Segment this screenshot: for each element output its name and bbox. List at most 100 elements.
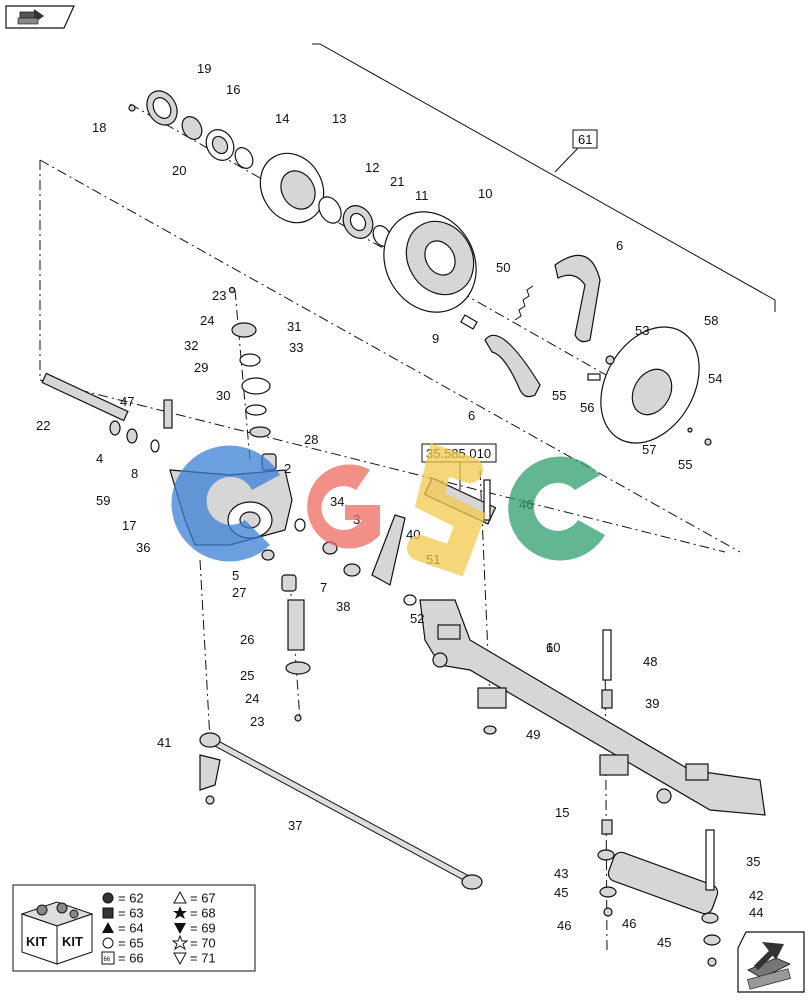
callout-label[interactable]: 20: [172, 163, 186, 178]
open-circle-icon: [102, 937, 114, 949]
shock-absorber: [597, 829, 721, 967]
callout-label[interactable]: 18: [92, 120, 106, 135]
open-triangle-down-icon: [173, 952, 187, 966]
filled-triangle-down-icon: [174, 923, 186, 934]
callout-label[interactable]: 23: [212, 288, 226, 303]
callout-label[interactable]: 45: [657, 935, 671, 950]
callout-label[interactable]: 17: [122, 518, 136, 533]
legend-entry-label: = 71: [190, 951, 216, 966]
filled-star-icon: [173, 906, 187, 919]
callout-label[interactable]: 7: [320, 580, 327, 595]
callout-label[interactable]: 32: [184, 338, 198, 353]
legend-entry-label: = 70: [190, 936, 216, 951]
callout-label[interactable]: 59: [96, 493, 110, 508]
legend-entry-label: = 67: [190, 891, 216, 906]
callout-label[interactable]: 60: [546, 640, 560, 655]
callout-label[interactable]: 35: [746, 854, 760, 869]
axle-beam: [419, 599, 766, 816]
callout-label[interactable]: 34: [330, 494, 344, 509]
callout-labels: 1234566789101112131415161718192021222323…: [36, 61, 763, 950]
callout-label[interactable]: 43: [554, 866, 568, 881]
callout-label[interactable]: 13: [332, 111, 346, 126]
callout-label[interactable]: 26: [240, 632, 254, 647]
steering-arm: [261, 514, 417, 722]
callout-label[interactable]: 37: [288, 818, 302, 833]
callout-label[interactable]: 52: [410, 611, 424, 626]
callout-label[interactable]: 47: [120, 394, 134, 409]
callout-label[interactable]: 54: [708, 371, 722, 386]
callout-label[interactable]: 29: [194, 360, 208, 375]
callout-label[interactable]: 14: [275, 111, 289, 126]
legend-entry-label: = 68: [190, 906, 216, 921]
steering-knuckle: [41, 286, 293, 546]
callout-label[interactable]: 1: [546, 640, 553, 655]
callout-label[interactable]: 16: [226, 82, 240, 97]
callout-label[interactable]: 58: [704, 313, 718, 328]
callout-label[interactable]: 56: [580, 400, 594, 415]
legend-entry-label: = 69: [190, 921, 216, 936]
callout-label[interactable]: 55: [552, 388, 566, 403]
callout-label[interactable]: 6: [616, 238, 623, 253]
filled-square-icon: [102, 907, 114, 919]
callout-label[interactable]: 4: [96, 451, 103, 466]
hub-parts: [128, 90, 392, 247]
callout-label[interactable]: 9: [432, 331, 439, 346]
callout-label[interactable]: 39: [645, 696, 659, 711]
kit-label-left: KIT: [26, 934, 47, 949]
callout-label[interactable]: 24: [200, 313, 214, 328]
callout-label[interactable]: 6: [468, 408, 475, 423]
callout-label[interactable]: 44: [749, 905, 763, 920]
group-label: 61: [578, 132, 592, 147]
filled-triangle-up-icon: [102, 922, 114, 933]
callout-label[interactable]: 48: [643, 654, 657, 669]
backing-plate: [587, 326, 712, 446]
callout-label[interactable]: 19: [197, 61, 211, 76]
callout-label[interactable]: 46: [557, 918, 571, 933]
callout-label[interactable]: 30: [216, 388, 230, 403]
callout-label[interactable]: 24: [245, 691, 259, 706]
kit-box-icon: [20, 901, 94, 965]
callout-label[interactable]: 27: [232, 585, 246, 600]
callout-label[interactable]: 53: [635, 323, 649, 338]
legend-entry-label: = 62: [118, 891, 144, 906]
callout-label[interactable]: 41: [157, 735, 171, 750]
callout-label[interactable]: 12: [365, 160, 379, 175]
book-arrow-icon: [17, 9, 44, 25]
callout-label[interactable]: 11: [415, 188, 429, 203]
callout-label[interactable]: 38: [336, 599, 350, 614]
callout-label[interactable]: 28: [304, 432, 318, 447]
open-triangle-up-icon: [173, 890, 187, 904]
callout-label[interactable]: 57: [642, 442, 656, 457]
callout-label[interactable]: 42: [749, 888, 763, 903]
next-page-button[interactable]: [736, 930, 806, 994]
callout-label[interactable]: 36: [136, 540, 150, 555]
callout-label[interactable]: 46: [622, 916, 636, 931]
previous-page-button[interactable]: [4, 4, 76, 30]
callout-label[interactable]: 5: [232, 568, 239, 583]
callout-label[interactable]: 31: [287, 319, 301, 334]
legend-entry-label: = 64: [118, 921, 144, 936]
boxed-66-icon: 66: [101, 951, 115, 965]
callout-label[interactable]: 21: [390, 174, 404, 189]
callout-label[interactable]: 33: [289, 340, 303, 355]
callout-label[interactable]: 10: [478, 186, 492, 201]
brake-drum: [383, 211, 477, 313]
vertical-bolts: [601, 629, 613, 835]
callout-label[interactable]: 45: [554, 885, 568, 900]
callout-label[interactable]: 25: [240, 668, 254, 683]
callout-label[interactable]: 55: [678, 457, 692, 472]
callout-label[interactable]: 15: [555, 805, 569, 820]
callout-label[interactable]: 22: [36, 418, 50, 433]
callout-label[interactable]: 49: [526, 727, 540, 742]
watermark-logo: [171, 443, 605, 577]
filled-circle-icon: [102, 892, 114, 904]
book-arrow-icon: [747, 942, 791, 990]
kit-label-right: KIT: [62, 934, 83, 949]
callout-label[interactable]: 23: [250, 714, 264, 729]
callout-label[interactable]: 8: [131, 466, 138, 481]
callout-label[interactable]: 2: [284, 461, 291, 476]
legend-entry-label: = 65: [118, 936, 144, 951]
callout-label[interactable]: 50: [496, 260, 510, 275]
